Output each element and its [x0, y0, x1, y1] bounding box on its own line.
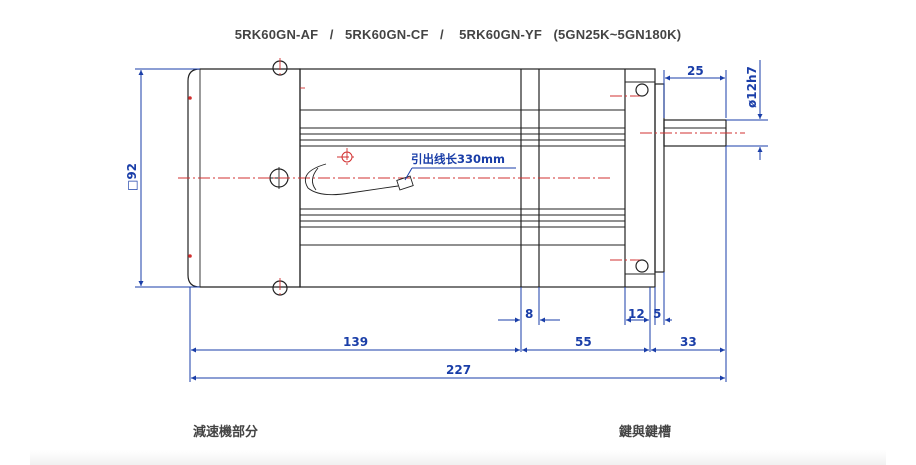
center-lines	[178, 58, 745, 298]
shaft-diameter-label: ø12h7	[745, 66, 759, 108]
dim-shaft-length: 25	[663, 64, 727, 118]
dim-shaft-protrusion: 33	[651, 146, 727, 382]
gearbox-length-label: 55	[575, 335, 592, 349]
flange-step-label: 5	[653, 307, 661, 321]
bottom-fade	[30, 450, 886, 465]
caption-key-and-keyway: 鍵與鍵槽	[619, 425, 672, 440]
overall-length-label: 227	[446, 363, 471, 377]
dim-overall-length: 227	[191, 363, 725, 381]
dim-ring-band: 8	[498, 287, 560, 352]
ring-band-label: 8	[525, 307, 533, 321]
drawing-title: 5RK60GN-AF / 5RK60GN-CF / 5RK60GN-YF (5G…	[234, 27, 682, 42]
lead-wire-length-label: 引出线长330mm	[411, 152, 505, 166]
flange-thickness-label: 12	[628, 307, 645, 321]
caption-gearbox: 減速機部分	[193, 425, 259, 440]
dim-gearbox-length: 55	[522, 335, 649, 353]
lead-wire: 引出线长330mm	[304, 151, 516, 196]
dim-shaft-diameter: ø12h7	[726, 60, 768, 160]
dim-square-section: □92	[125, 68, 200, 288]
dim-motor-length: 139	[189, 287, 520, 382]
motor-length-label: 139	[343, 335, 368, 349]
square-section-label: □92	[125, 163, 139, 191]
dim-flange: 12 5	[624, 272, 672, 352]
shaft-protrusion-label: 33	[680, 335, 697, 349]
shaft-length-label: 25	[687, 64, 704, 78]
